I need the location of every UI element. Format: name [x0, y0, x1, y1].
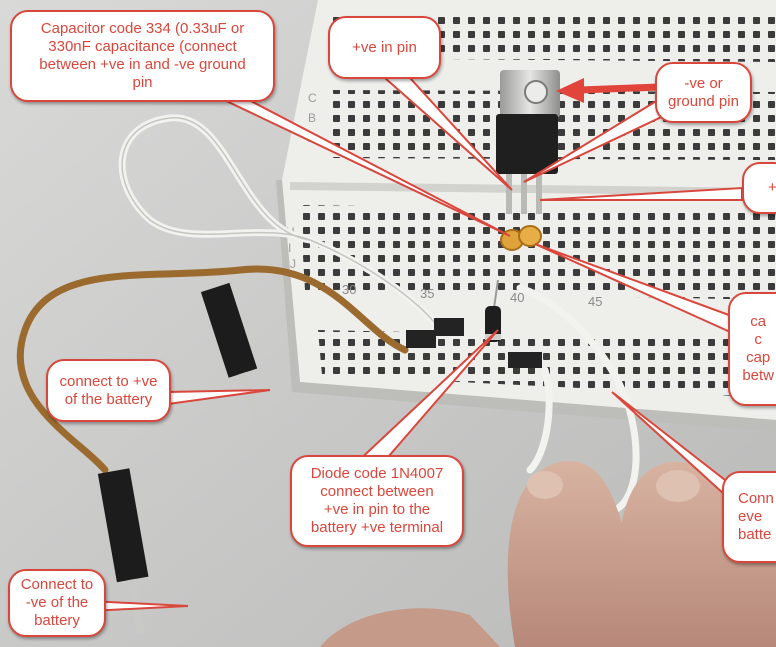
- column-number-35: 35: [420, 286, 434, 301]
- callout-capacitor-code: Capacitor code 334 (0.33uF or 330nF capa…: [10, 10, 275, 102]
- callout-connect-negative: Connect to -ve of the battery: [8, 569, 106, 637]
- callout-ve-in-pin: +ve in pin: [328, 16, 441, 79]
- voltage-regulator: [496, 70, 560, 214]
- column-number-30: 30: [342, 282, 356, 297]
- white-wire-right: [516, 284, 640, 515]
- jumper-plug-1: [434, 318, 464, 336]
- jumper-plug-2: [406, 330, 436, 348]
- callout-diode-code: Diode code 1N4007 connect between +ve in…: [290, 455, 464, 547]
- callout-ground-pin: -ve or ground pin: [655, 62, 752, 123]
- row-label-j: J: [290, 257, 296, 271]
- column-number-45: 45: [588, 294, 602, 309]
- lower-terminal-holes: [300, 205, 776, 300]
- row-label-i: I: [288, 241, 291, 255]
- jumper-plug-3: [508, 352, 542, 368]
- jumper-pin-positive: [200, 282, 261, 421]
- row-label-c: C: [308, 91, 317, 105]
- red-arrow: [556, 78, 661, 103]
- callout-pointers: [69, 77, 749, 614]
- callout-connect-positive: connect to +ve of the battery: [46, 359, 171, 422]
- brown-wire: [16, 265, 409, 474]
- column-number-40: 40: [510, 290, 524, 305]
- white-wire-lower: [526, 366, 553, 474]
- callout-connect-right-partial: Conn eve batte: [722, 471, 776, 563]
- callout-capacitor-right-partial: ca c cap betw: [728, 292, 776, 406]
- callout-ve-out-partial: +v: [742, 162, 776, 214]
- row-label-b: B: [308, 111, 316, 125]
